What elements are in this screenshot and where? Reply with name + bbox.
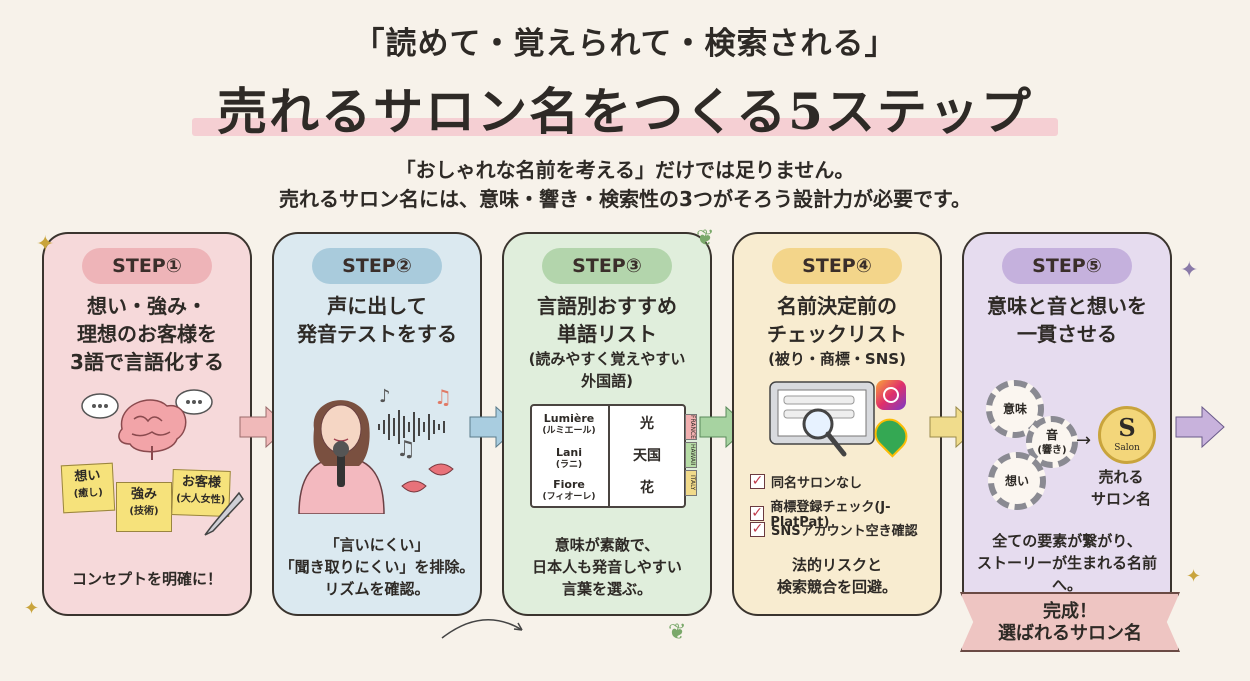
pen-icon: [204, 491, 244, 536]
leaf-icon: ❦: [696, 226, 715, 251]
sparkle-icon: ✦: [1180, 258, 1199, 283]
step-1-summary: コンセプトを明確に！: [71, 570, 222, 588]
word-lumiere: Lumière(ルミエール): [542, 412, 596, 436]
step-3-title: 言語別おすすめ単語リスト: [537, 294, 677, 346]
check-3-icon: ✓: [750, 521, 765, 537]
completion-ribbon: 完成！選ばれるサロン名: [960, 592, 1180, 652]
sparkle-icon: ✦: [1186, 566, 1202, 587]
check-2-icon: ✓: [750, 504, 765, 521]
meaning-hana: 花: [640, 480, 654, 496]
step-2-title: 声に出して発音テストをする: [297, 294, 457, 346]
leaf-icon: ❦: [668, 620, 687, 645]
curved-arrow-icon: [441, 619, 523, 639]
step-5-card: STEP⑤ 意味と音と想いを一貫させる 意味 音(響き) 想い → S Salo…: [962, 232, 1172, 616]
check-item-3: ✓SNSアカウント空き確認: [750, 521, 918, 539]
gear-feeling-icon: 想い: [988, 452, 1046, 510]
subtitle-line-2: 売れるサロン名には、意味・響き・検索性の3つがそろう設計力が必要です。: [279, 187, 971, 211]
step-5-result: 売れるサロン名: [1090, 468, 1151, 508]
step-3-summary: 意味が素敵で、日本人も発音しやすい言葉を選ぶ。: [532, 536, 682, 598]
step-3-note: (読みやすく覚えやすい外国語): [528, 350, 686, 390]
step-4-summary: 法的リスクと検索競合を回避。: [776, 556, 897, 596]
step-4-title: 名前決定前のチェックリスト: [767, 294, 907, 346]
check-item-1: ✓同名サロンなし: [750, 473, 863, 491]
check-1-icon: ✓: [750, 473, 765, 489]
book-tab-italy: ITALY: [685, 470, 697, 496]
sparkle-icon: ✦: [36, 232, 55, 257]
check-item-2: ✓商標登録チェック(J-PlatPat): [750, 500, 891, 530]
step-5-title: 意味と音と想いを一貫させる: [987, 294, 1147, 346]
main-title: 売れるサロン名をつくる5ステップ: [217, 82, 1033, 141]
singer-woman-icon: ♪ ♫ ♫: [298, 385, 454, 514]
svg-text:♪: ♪: [379, 386, 391, 407]
open-book: [530, 404, 686, 508]
step-3-label: STEP③: [542, 248, 672, 284]
note-omoi: 想い(癒し): [60, 462, 116, 514]
step-2-summary: 「言いにくい」「聞き取りにくい」を排除。リズムを確認。: [279, 536, 475, 598]
svg-text:♫: ♫: [434, 385, 452, 409]
word-lani: Lani(ラニ): [555, 446, 583, 470]
step-5-label: STEP⑤: [1002, 248, 1132, 284]
subtitle-line-1: 「おしゃれな名前を考える」だけでは足りません。: [395, 158, 855, 182]
step-4-note: (被り・商標・SNS): [768, 350, 906, 368]
title-highlight: [192, 118, 1058, 136]
word-fiore: Fiore(フィオーレ): [542, 478, 596, 502]
arrow-5-icon: [1175, 405, 1225, 449]
sparkle-icon: ✦: [24, 598, 40, 619]
step-4-card: STEP④ 名前決定前のチェックリスト (被り・商標・SNS) ✓同名サロンなし…: [732, 232, 942, 616]
step-1-label: STEP①: [82, 248, 212, 284]
svg-text:♫: ♫: [396, 437, 416, 462]
step-2-label: STEP②: [312, 248, 442, 284]
step-3-card: STEP③ 言語別おすすめ単語リスト (読みやすく覚えやすい外国語) FRANC…: [502, 232, 712, 616]
tagline: 「読めて・覚えられて・検索される」: [353, 26, 897, 62]
book-tab-hawaii: HAWAII: [685, 442, 697, 468]
step-5-summary: 全ての要素が繋がり、ストーリーが生まれる名前へ。: [976, 532, 1157, 594]
brain-icon: [81, 389, 213, 460]
meaning-tengoku: 天国: [633, 448, 661, 464]
arrow-right-icon: →: [1076, 430, 1092, 451]
book-tab-france: FRANCE: [685, 414, 697, 440]
salon-badge-icon: S Salon: [1098, 406, 1156, 464]
meaning-hikari: 光: [640, 416, 654, 432]
search-tablet-icon: [769, 381, 875, 457]
step-2-card: STEP② 声に出して発音テストをする ♪ ♫ ♫ 「言いにくい」「聞き取りにく…: [272, 232, 482, 616]
step-4-label: STEP④: [772, 248, 902, 284]
note-tsuyomi: 強み(技術): [116, 482, 172, 532]
instagram-icon: [876, 380, 906, 410]
gear-meaning-icon: 意味: [986, 380, 1044, 438]
